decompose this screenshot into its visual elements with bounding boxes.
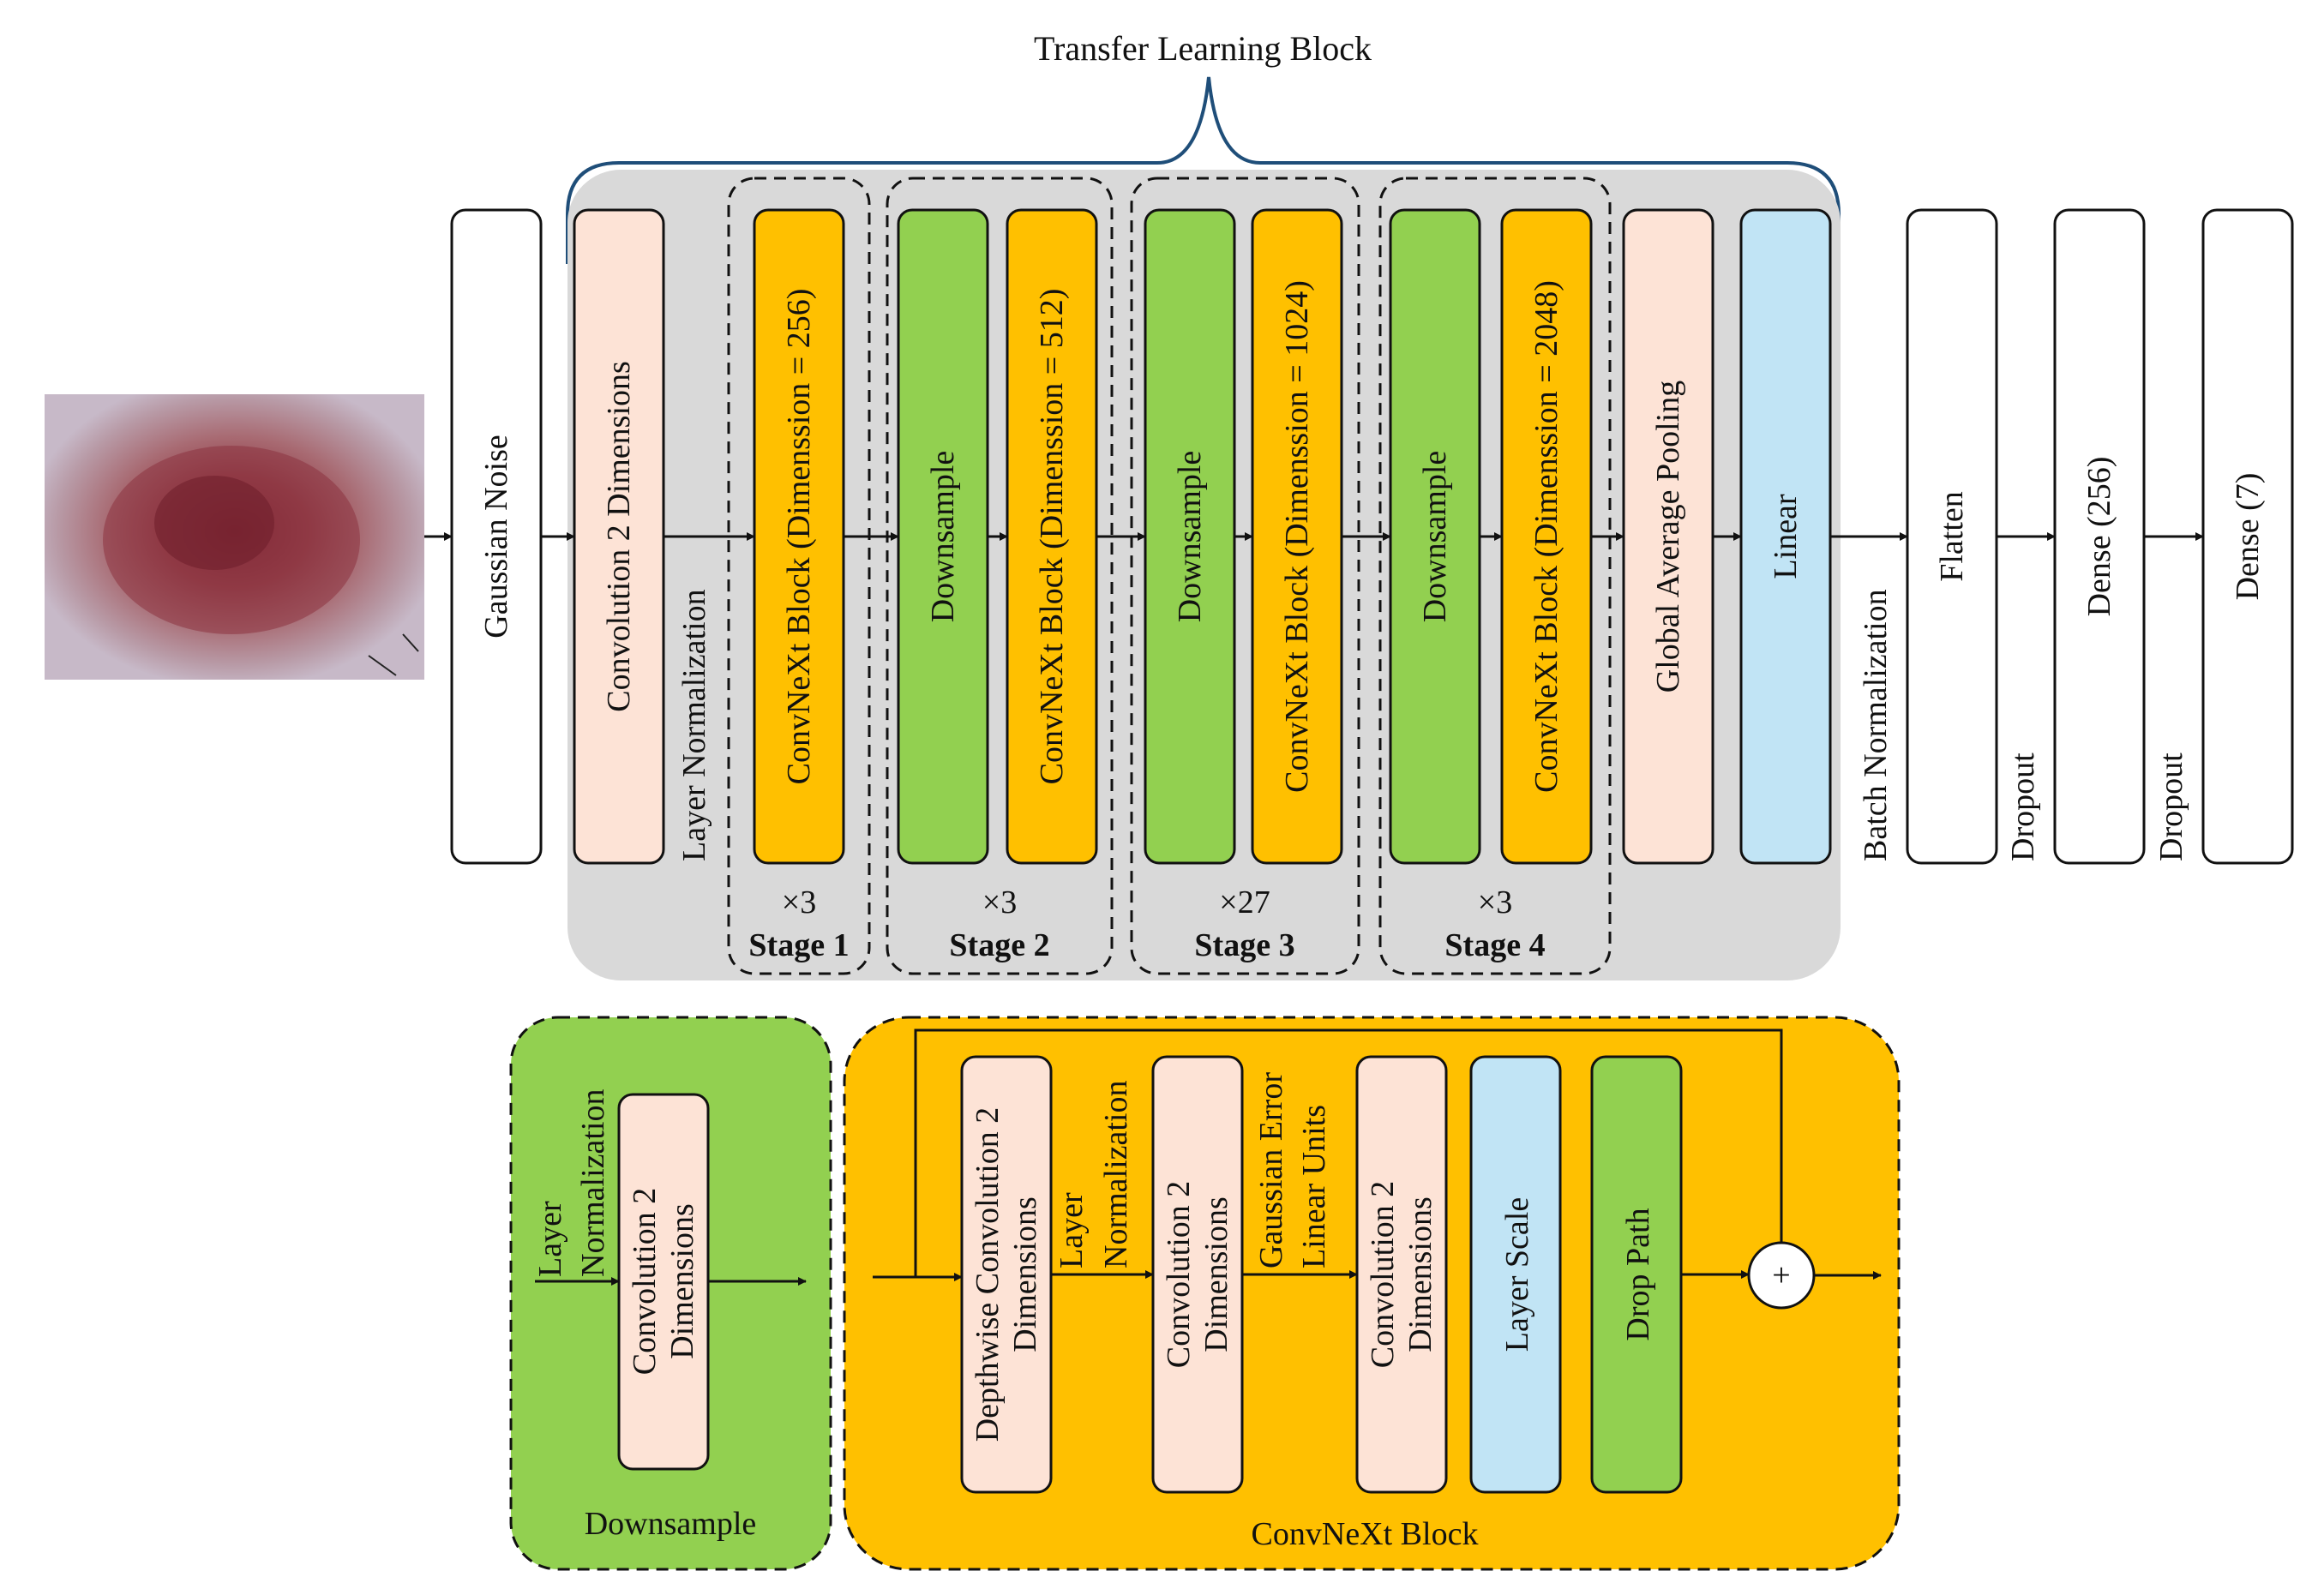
- flatten-label: Flatten: [1934, 491, 1970, 582]
- stage4-downsample-label: Downsample: [1417, 451, 1453, 623]
- layer-scale-label: Layer Scale: [1499, 1197, 1535, 1352]
- cn-conv2-label-1: Convolution 2: [1365, 1181, 1401, 1369]
- stage3-label: Stage 3: [1194, 927, 1294, 963]
- dwconv-label-1: Depthwise Convolution 2: [970, 1107, 1006, 1442]
- stage2-downsample-block: [897, 208, 989, 865]
- cn-conv1-label-2: Dimensions: [1198, 1196, 1234, 1352]
- residual-connection: [914, 1028, 1786, 1277]
- stage2-convnext-block: [1006, 208, 1098, 865]
- linear-label: Linear: [1768, 494, 1804, 579]
- linear-block: [1739, 208, 1832, 865]
- add-node-symbol: +: [1772, 1257, 1790, 1293]
- input-image: [45, 394, 424, 680]
- convnext-detail: Depthwise Convolution 2 Dimensions Layer…: [843, 1016, 1901, 1571]
- downsample-norm-label-1: Layer: [532, 1201, 568, 1277]
- cn-norm-label-2: Normalization: [1098, 1081, 1134, 1268]
- dropout-2-label: Dropout: [2153, 753, 2189, 861]
- stage1-convnext-label: ConvNeXt Block (Dimenssion = 256): [781, 289, 817, 785]
- cn-conv2-label-2: Dimensions: [1402, 1196, 1438, 1352]
- downsample-conv-label-1: Convolution 2: [627, 1188, 663, 1376]
- downsample-conv-label-2: Dimensions: [664, 1203, 700, 1359]
- cn-conv1-label-1: Convolution 2: [1161, 1181, 1197, 1369]
- stage-boxes: [727, 177, 1612, 975]
- dropout-1-label: Dropout: [2005, 753, 2041, 861]
- global-avg-pool-label: Global Average Pooling: [1650, 381, 1686, 693]
- stage1-label: Stage 1: [748, 927, 849, 963]
- gelu-label-2: Linear Units: [1296, 1105, 1332, 1268]
- stage2-repeat: ×3: [982, 884, 1017, 920]
- dense-7-label: Dense (7): [2230, 473, 2266, 601]
- drop-path-label: Drop Path: [1620, 1208, 1656, 1340]
- stage2-box: [886, 177, 1114, 975]
- cn-conv2-block: [1355, 1055, 1448, 1494]
- transfer-learning-brace: [566, 76, 1841, 264]
- gelu-label-1: Gaussian Error: [1253, 1072, 1289, 1268]
- gaussian-noise-label: Gaussian Noise: [478, 435, 514, 638]
- batch-norm-label: Batch Normalization: [1858, 589, 1894, 861]
- stage2-label: Stage 2: [949, 927, 1049, 963]
- stage3-repeat: ×27: [1219, 884, 1270, 920]
- stage4-downsample-block: [1389, 208, 1481, 865]
- layer-blocks: Gaussian Noise Convolution 2 Dimensions Co…: [450, 208, 2294, 865]
- gaussian-noise-block: [450, 208, 543, 865]
- stage3-convnext-block: [1251, 208, 1343, 865]
- global-avg-pool-block: [1622, 208, 1714, 865]
- stage4-convnext-label: ConvNeXt Block (Dimenssion = 2048): [1528, 280, 1564, 793]
- stage3-box: [1130, 177, 1360, 975]
- stage4-label: Stage 4: [1444, 927, 1545, 963]
- downsample-caption: Downsample: [585, 1506, 757, 1542]
- dense-256-label: Dense (256): [2081, 457, 2117, 617]
- stage1-convnext-block: [753, 208, 845, 865]
- layer-norm-label: Layer Normalization: [676, 589, 712, 861]
- flatten-block: [1906, 208, 1998, 865]
- downsample-detail: Convolution 2 Dimensions Layer Normaliza…: [509, 1016, 832, 1571]
- stage1-repeat: ×3: [782, 884, 816, 920]
- stage4-box: [1378, 177, 1612, 975]
- conv2d-block: [573, 208, 665, 865]
- dwconv-label-2: Dimensions: [1007, 1196, 1043, 1352]
- downsample-norm-label-2: Normalization: [575, 1089, 611, 1277]
- stage3-downsample-label: Downsample: [1172, 451, 1208, 623]
- stage4-convnext-block: [1500, 208, 1593, 865]
- diagram-title: Transfer Learning Block: [1034, 29, 1372, 68]
- dense-7-block: [2201, 208, 2294, 865]
- stage2-downsample-label: Downsample: [925, 451, 961, 623]
- stage3-downsample-block: [1144, 208, 1236, 865]
- conv2d-label: Convolution 2 Dimensions: [601, 361, 637, 712]
- convnext-caption: ConvNeXt Block: [1252, 1516, 1479, 1552]
- layer-scale-block: [1469, 1055, 1562, 1494]
- stage1-box: [727, 177, 871, 975]
- cn-norm-label-1: Layer: [1054, 1192, 1090, 1268]
- dense-256-block: [2053, 208, 2146, 865]
- stage3-convnext-label: ConvNeXt Block (Dimenssion = 1024): [1279, 280, 1315, 793]
- stage4-repeat: ×3: [1478, 884, 1512, 920]
- stage2-convnext-label: ConvNeXt Block (Dimenssion = 512): [1034, 289, 1070, 785]
